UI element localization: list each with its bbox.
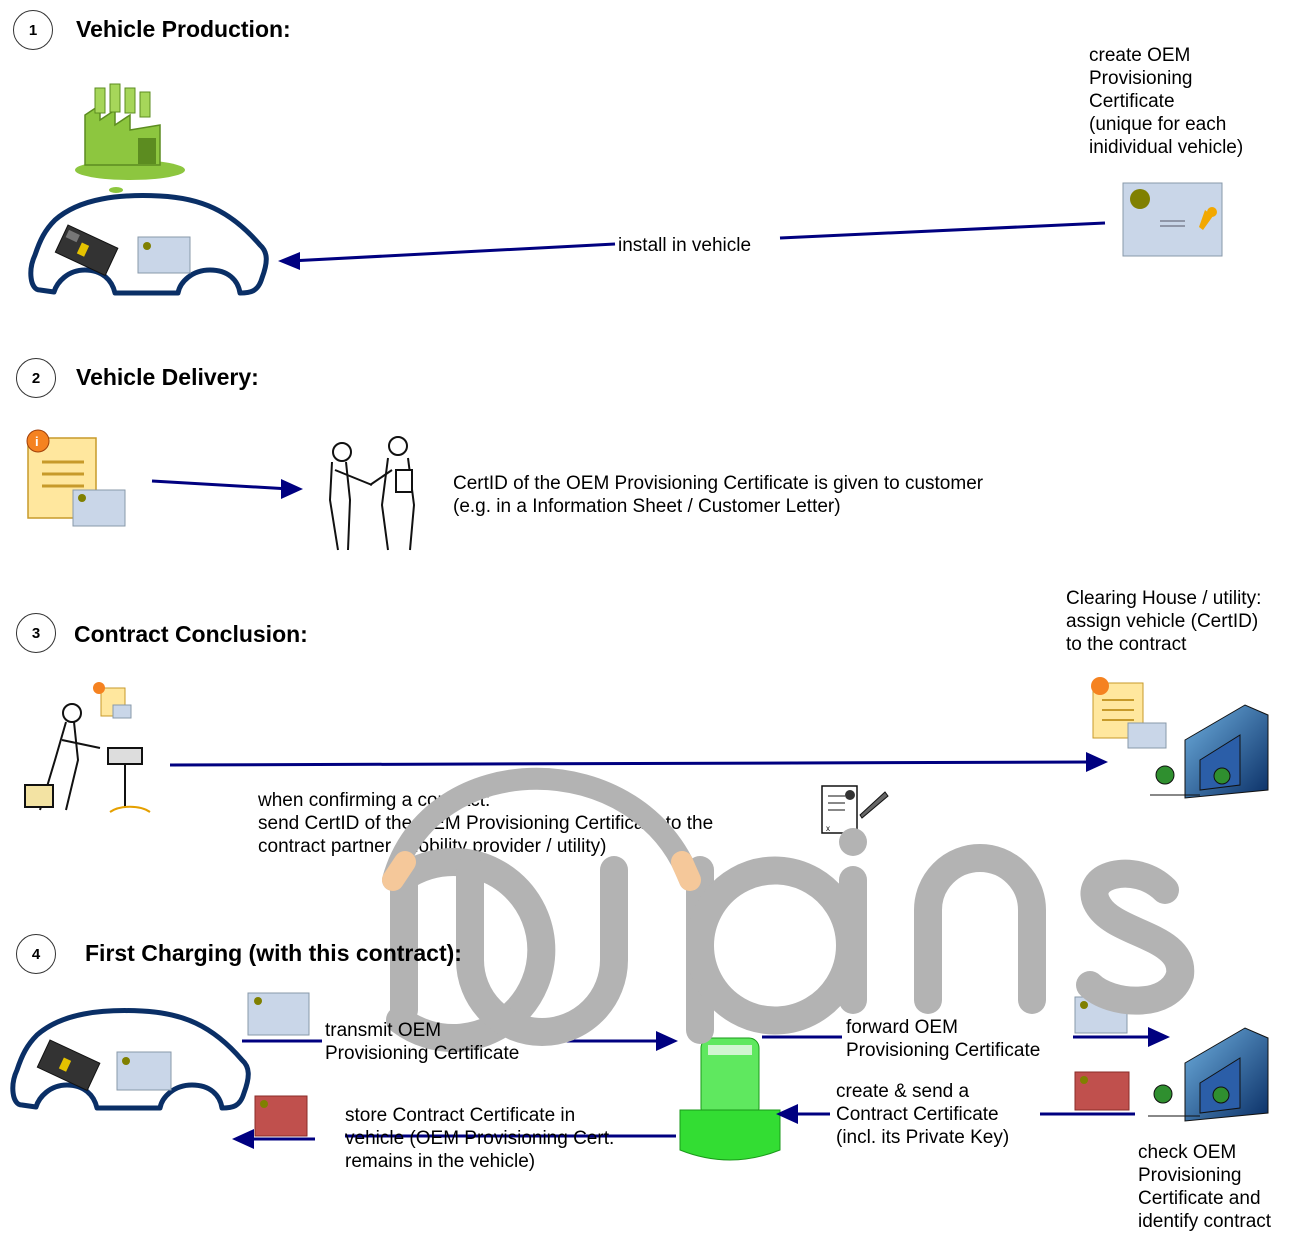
step-3-title: Contract Conclusion: bbox=[74, 621, 308, 647]
info-sheet-icon-step2: i bbox=[26, 429, 126, 527]
car-icon-bottom bbox=[10, 1008, 251, 1111]
svg-text:x: x bbox=[826, 824, 830, 833]
transmit-label: transmit OEM Provisioning Certificate bbox=[325, 1020, 520, 1064]
confirming-contract-label: when confirming a contract: send CertID … bbox=[258, 790, 714, 857]
factory-icon bbox=[75, 83, 185, 193]
step-3-number: 3 bbox=[16, 613, 56, 653]
handshake-icon bbox=[328, 436, 416, 551]
mailbox-person-icon bbox=[24, 703, 151, 813]
car-icon-top bbox=[28, 193, 269, 296]
step-1-number: 1 bbox=[13, 10, 53, 50]
forward-label: forward OEM Provisioning Certificate bbox=[846, 1017, 1041, 1061]
office-building-icon-step3 bbox=[1150, 704, 1269, 799]
step-4-title: First Charging (with this contract): bbox=[85, 940, 462, 966]
contract-cert-icon-store bbox=[254, 1095, 308, 1137]
install-label: install in vehicle bbox=[618, 234, 752, 257]
certificate-icon-top bbox=[1122, 182, 1223, 257]
create-send-label: create & send a Contract Certificate (in… bbox=[836, 1081, 1010, 1148]
clearing-house-label: Clearing House / utility: assign vehicle… bbox=[1066, 588, 1262, 655]
certid-given-label: CertID of the OEM Provisioning Certifica… bbox=[453, 473, 984, 517]
info-sheet-icon-step3-right bbox=[1091, 677, 1167, 749]
step-4-number: 4 bbox=[16, 934, 56, 974]
office-building-icon-step4 bbox=[1148, 1027, 1269, 1122]
step-1-title: Vehicle Production: bbox=[76, 16, 291, 42]
contract-cert-icon-create bbox=[1074, 1071, 1130, 1111]
info-sheet-icon-step3-left bbox=[93, 682, 132, 719]
step-2-title: Vehicle Delivery: bbox=[76, 364, 259, 390]
svg-text:i: i bbox=[35, 434, 39, 449]
charging-pillar-icon bbox=[679, 1037, 781, 1161]
oem-cert-icon-transmit bbox=[247, 992, 310, 1036]
oem-cert-icon-forward bbox=[1074, 996, 1128, 1034]
create-cert-label: create OEM Provisioning Certificate (uni… bbox=[1089, 45, 1244, 158]
signed-document-icon: x bbox=[821, 785, 889, 834]
step-2-number: 2 bbox=[16, 358, 56, 398]
check-label: check OEM Provisioning Certificate and i… bbox=[1138, 1142, 1272, 1232]
store-label: store Contract Certificate in vehicle (O… bbox=[345, 1105, 615, 1172]
